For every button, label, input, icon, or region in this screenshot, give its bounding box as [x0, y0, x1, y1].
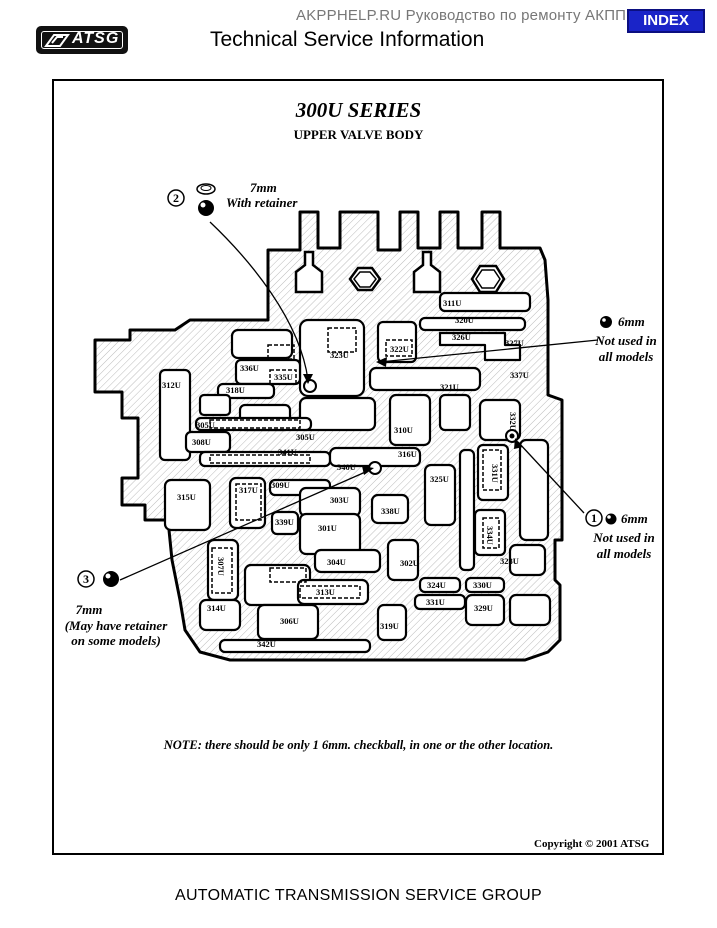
part-label: 310U — [394, 425, 413, 435]
part-label: 338U — [381, 506, 400, 516]
part-label: 326U — [452, 332, 471, 342]
callout-3-size: 7mm — [75, 602, 103, 617]
part-label: 331U — [426, 597, 445, 607]
part-label: 319U — [380, 621, 399, 631]
part-label: 308U — [192, 437, 211, 447]
part-label: 329U — [474, 603, 493, 613]
callout-1-number: 1 — [591, 511, 597, 525]
part-label: 325U — [430, 474, 449, 484]
figure-frame — [52, 79, 664, 855]
part-label: 316U — [398, 449, 417, 459]
callout-1-line2: all models — [596, 546, 652, 561]
part-label: 332U — [508, 412, 518, 431]
part-labels: 311U 320U 326U 327U 322U 323U 336U 335U … — [162, 298, 529, 649]
part-label: 317U — [239, 485, 258, 495]
part-label: 314U — [207, 603, 226, 613]
part-label: 337U — [510, 370, 529, 380]
part-label: 318U — [226, 385, 245, 395]
part-label: 330U — [473, 580, 492, 590]
footer-text: AUTOMATIC TRANSMISSION SERVICE GROUP — [174, 887, 542, 904]
part-label: 320U — [455, 315, 474, 325]
callout-right-top-symbol — [600, 316, 612, 328]
part-label: 307U — [216, 557, 226, 576]
checkball-note: NOTE: there should be only 1 6mm. checkb… — [163, 738, 554, 752]
logo-emblem-icon — [44, 34, 70, 47]
part-label: 312U — [162, 380, 181, 390]
figure-subtitle: UPPER VALVE BODY — [293, 127, 424, 142]
part-label: 311U — [443, 298, 461, 308]
part-label: 305U — [296, 432, 315, 442]
callout-2-symbols — [167, 183, 216, 216]
callout-2-number: 2 — [173, 191, 179, 205]
part-label: 334U — [485, 526, 495, 545]
part-label: 303U — [330, 495, 349, 505]
part-label: 341U — [278, 447, 297, 457]
index-button[interactable]: INDEX — [627, 9, 705, 33]
part-label: 323U — [330, 350, 349, 360]
part-label: 301U — [318, 523, 337, 533]
part-label: 322U — [390, 344, 409, 354]
part-label: 342U — [257, 639, 276, 649]
callout-right-top-line2: all models — [598, 349, 654, 364]
part-label: 340U — [337, 462, 356, 472]
part-label: 327U — [505, 338, 524, 348]
callout-1-size: 6mm — [621, 511, 648, 526]
part-label: 315U — [177, 492, 196, 502]
callout-2-size: 7mm — [250, 180, 277, 195]
part-label: 335U — [274, 372, 293, 382]
part-label: 328U — [500, 556, 519, 566]
watermark-text: AKPPHELP.RU Руководство по ремонту АКПП — [296, 7, 627, 24]
callout-right-top-size: 6mm — [618, 314, 645, 329]
callout-2-detail: With retainer — [226, 195, 298, 210]
part-label: 336U — [240, 363, 259, 373]
part-label: 331U — [490, 464, 500, 483]
part-label: 302U — [400, 558, 419, 568]
part-label: 321U — [440, 382, 459, 392]
callout-3-line1: (May have retainer — [64, 618, 168, 633]
part-label: 313U — [316, 587, 335, 597]
callout-3-line2: on some models) — [71, 633, 161, 648]
part-label: 339U — [275, 517, 294, 527]
part-label: 309U — [271, 480, 290, 490]
atsg-logo: ATSG — [36, 26, 128, 54]
copyright: Copyright © 2001 ATSG — [534, 838, 650, 850]
part-label: 304U — [327, 557, 346, 567]
callout-1-symbols — [585, 509, 617, 527]
logo-text: ATSG — [72, 30, 120, 47]
part-label: 324U — [427, 580, 446, 590]
part-label: 305U — [196, 420, 215, 430]
callout-1-line1: Not used in — [593, 530, 655, 545]
figure-title: 300U SERIES — [295, 98, 422, 122]
page-title: Technical Service Information — [210, 28, 485, 51]
callout-3-symbols — [77, 570, 119, 588]
callout-right-top-line1: Not used in — [595, 333, 657, 348]
part-label: 306U — [280, 616, 299, 626]
callout-3-number: 3 — [83, 572, 89, 586]
